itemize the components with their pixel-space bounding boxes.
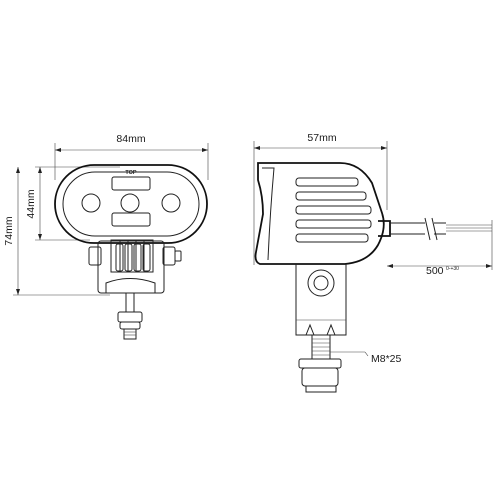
width-label: 84mm (116, 133, 145, 145)
led-array (81, 193, 181, 213)
top-label: TOP (125, 170, 137, 176)
side-housing (254, 162, 385, 265)
depth-dimension: 57mm (253, 132, 388, 265)
cable-tolerance-label: 0-+30 (446, 266, 459, 272)
side-view: 57mm (253, 132, 493, 393)
side-mount (295, 264, 347, 336)
front-bracket (88, 239, 182, 294)
bolt-callout: M8*25 (330, 351, 402, 365)
led-center-icon (120, 193, 140, 213)
width-dimension: 84mm (54, 133, 209, 180)
bolt-spec-label: M8*25 (371, 353, 402, 365)
top-marking: TOP (111, 170, 151, 227)
side-bolt (298, 334, 342, 393)
lens-height-dimension: 44mm (25, 166, 120, 241)
cooling-fins (295, 177, 372, 243)
front-bolt (117, 293, 143, 340)
led-left-icon (81, 193, 101, 213)
total-height-dimension: 74mm (3, 167, 110, 296)
front-housing (54, 164, 208, 244)
lens-height-label: 44mm (25, 189, 37, 218)
cable-length-label: 500 (426, 265, 444, 277)
depth-label: 57mm (307, 132, 336, 144)
total-height-label: 74mm (3, 216, 15, 245)
front-view: 84mm 44mm 74mm TOP (3, 133, 209, 340)
cable (378, 217, 492, 241)
led-right-icon (161, 193, 181, 213)
cable-dimension: 500 0-+30 (387, 220, 493, 277)
